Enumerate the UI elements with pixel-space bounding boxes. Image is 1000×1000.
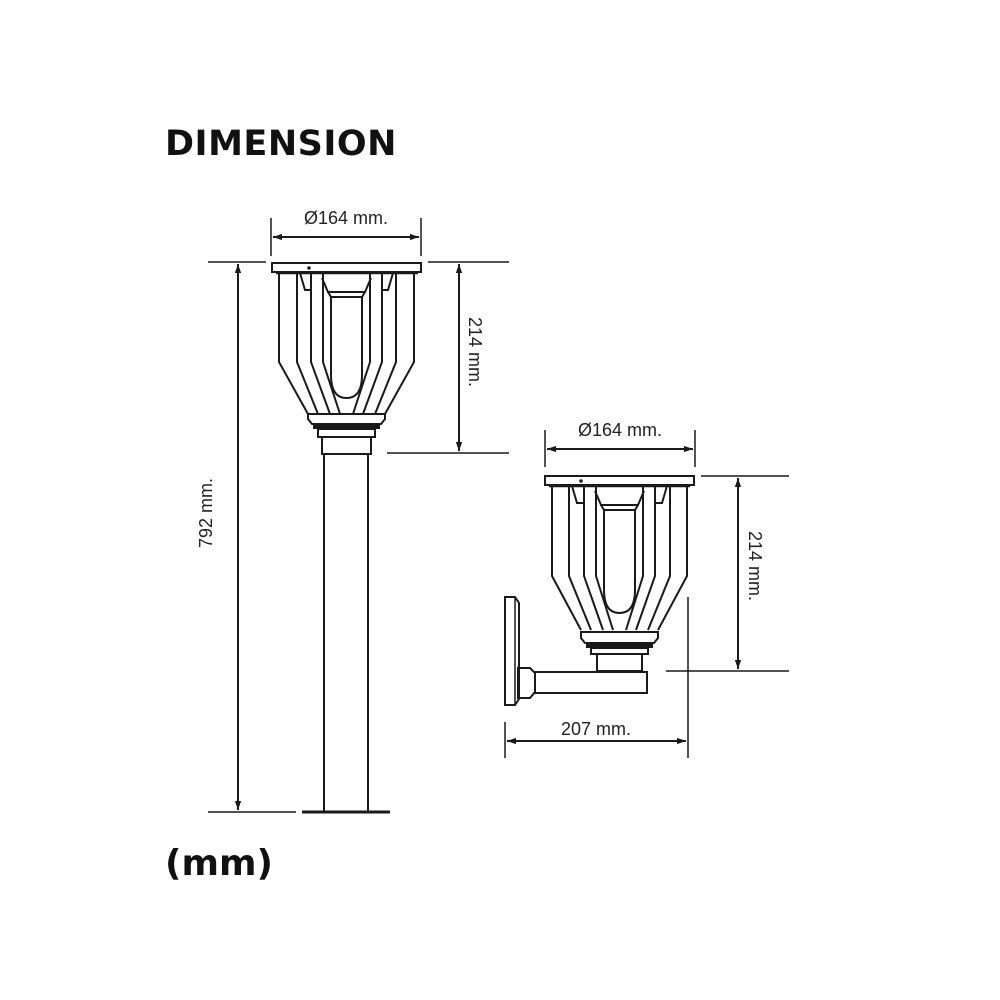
post-head-height-dimension: 214 mm. (387, 261, 509, 454)
wall-depth-label: 207 mm. (561, 719, 631, 739)
post-total-height-dimension: 792 mm. (196, 261, 296, 813)
page-title: DIMENSION (165, 124, 397, 164)
unit-note: (mm) (165, 843, 273, 884)
wall-diameter-dimension: Ø164 mm. (544, 420, 696, 467)
post-head-height-label: 214 mm. (465, 317, 485, 387)
post-diameter-dimension: Ø164 mm. (270, 208, 422, 256)
wall-lamp-drawing (504, 475, 695, 706)
wall-head-height-label: 214 mm. (745, 531, 765, 601)
wall-diameter-label: Ø164 mm. (578, 420, 662, 440)
post-lamp-drawing (271, 262, 422, 814)
post-diameter-label: Ø164 mm. (304, 208, 388, 228)
wall-head-height-dimension: 214 mm. (666, 475, 789, 672)
post-total-height-label: 792 mm. (196, 478, 216, 548)
wall-depth-dimension: 207 mm. (504, 597, 689, 758)
